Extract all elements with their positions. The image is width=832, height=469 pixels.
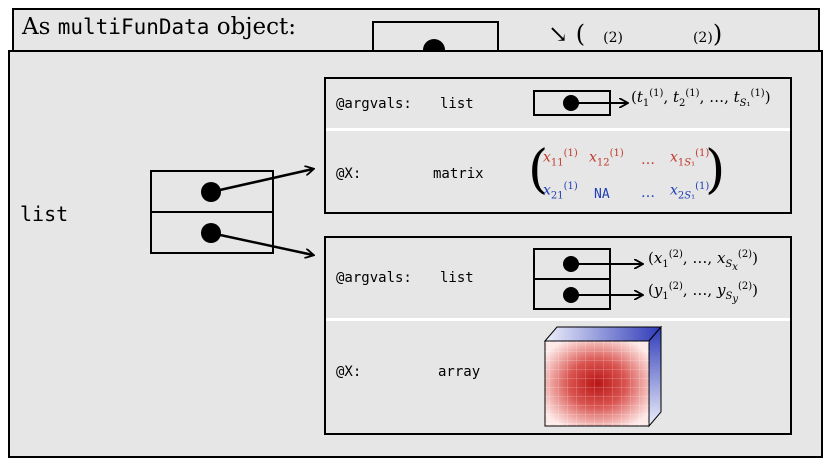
matrix-cell-2-2: NA: [594, 187, 610, 202]
panel-1-argvals-value: (t1(1), t2(1), …, tS₁(1)): [631, 88, 771, 109]
panel-2-x-type: array: [438, 364, 481, 380]
panel-1-x-slot: @X:: [336, 166, 362, 182]
back-pointer-box: [372, 21, 499, 55]
matrix-left-paren: (: [528, 140, 549, 200]
panel-1-x-type: matrix: [433, 166, 484, 182]
matrix-cell-1-1: x11(1): [543, 148, 578, 169]
panel-2-x-slot: @X:: [336, 364, 362, 380]
panel-2-divider: [326, 318, 790, 321]
class-name: multiFunData: [57, 15, 210, 39]
panel-1-argvals-type: list: [440, 96, 474, 112]
matrix-cell-1-2: x12(1): [589, 148, 624, 169]
panel-2-argvals-value-2: (y1(2), …, ySy(2)): [648, 281, 758, 305]
arrow-list-1-to-panel-1: [210, 169, 313, 194]
panel-1-divider: [326, 128, 790, 131]
panel-2-argvals-value-1: (x1(2), …, xSx(2)): [648, 249, 758, 273]
outer-list-label: list: [20, 202, 69, 226]
arrow-list-2-to-panel-2: [210, 231, 313, 255]
panel-2-argvals-type: list: [440, 270, 474, 286]
back-arrow: ↘: [548, 20, 569, 48]
heading-suffix: object:: [209, 14, 296, 40]
matrix-cell-2-1: x21(1): [543, 181, 578, 202]
object-heading: As multiFunData object:: [22, 14, 296, 40]
matrix-cell-2-3: …: [641, 185, 655, 201]
matrix-cell-1-3: …: [641, 152, 655, 168]
matrix-right-paren: ): [705, 140, 726, 200]
panel-1-argvals-slot: @argvals:: [336, 96, 412, 112]
panel-2-argvals-slot: @argvals:: [336, 270, 412, 286]
back-argvals-peek: ↘ ((2)(2)): [548, 20, 723, 48]
matrix-cell-2-4: x2S₁(1): [670, 181, 710, 202]
heading-prefix: As: [22, 14, 58, 40]
matrix-cell-1-4: x1S₁(1): [670, 148, 710, 169]
